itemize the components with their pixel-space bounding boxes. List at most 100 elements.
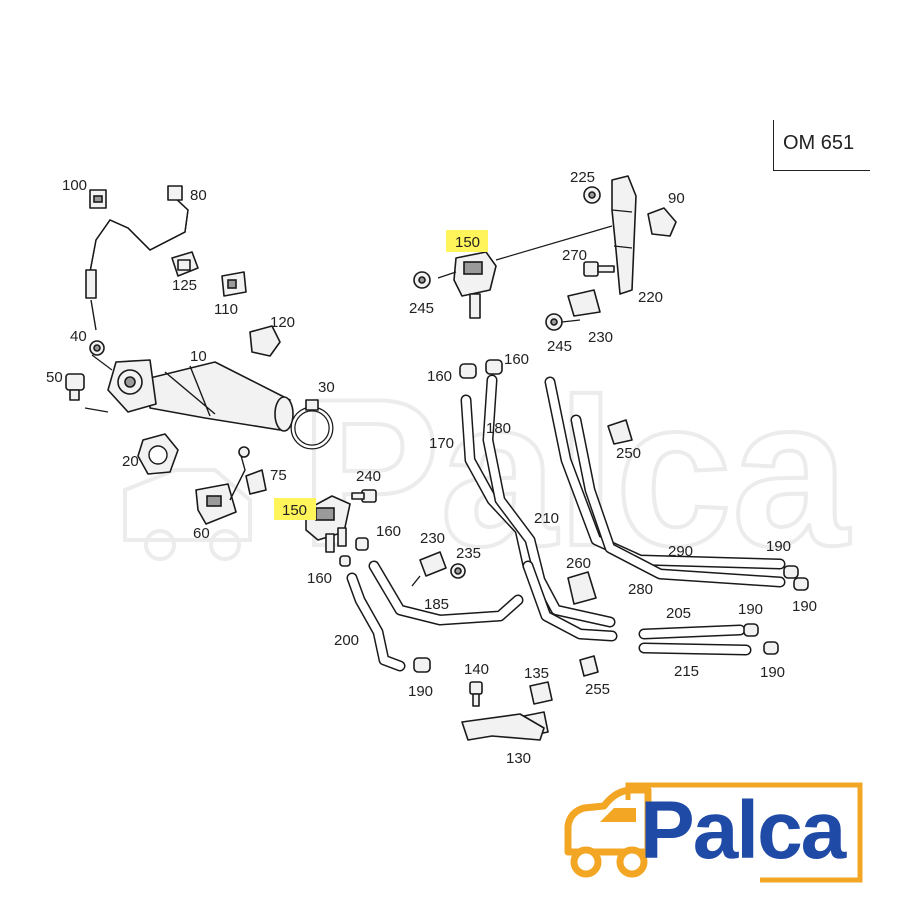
nut-245-right[interactable] [545,313,563,331]
bolt-270[interactable] [583,261,615,277]
pressure-sensor-150-lower[interactable] [305,495,351,553]
label-225[interactable]: 225 [570,169,595,186]
label-220[interactable]: 220 [638,289,663,306]
label-210[interactable]: 210 [534,510,559,527]
hose-clip-230-lower[interactable] [411,551,447,587]
label-110[interactable]: 110 [214,301,238,318]
label-255[interactable]: 255 [585,681,610,698]
label-170[interactable]: 170 [429,435,454,452]
bolt-50[interactable] [65,373,85,401]
clamp-160-upper-b[interactable] [485,359,503,375]
label-120[interactable]: 120 [270,314,295,331]
nut-40[interactable] [89,340,105,356]
bracket-220[interactable] [611,175,637,295]
clamp-190-c[interactable] [743,623,759,637]
bracket-120[interactable] [249,325,281,357]
label-90[interactable]: 90 [668,190,685,207]
pressure-sensor-60[interactable] [195,446,250,525]
label-10[interactable]: 10 [190,348,207,365]
label-245-right[interactable]: 245 [547,338,572,355]
hose-185[interactable] [368,560,524,626]
label-270[interactable]: 270 [562,247,587,264]
label-180[interactable]: 180 [486,420,511,437]
label-140[interactable]: 140 [464,661,489,678]
clamp-160-mid[interactable] [355,537,369,551]
clamp-160-upper-a[interactable] [459,363,477,379]
callout-labels: 10 20 30 40 50 60 75 80 90 100 110 120 1… [46,169,817,767]
label-60[interactable]: 60 [193,525,210,542]
label-150-upper[interactable]: 150 [455,234,480,251]
label-160-mid[interactable]: 160 [376,523,401,540]
palca-logo-text[interactable]: Palca [640,785,846,876]
label-260[interactable]: 260 [566,555,591,572]
label-235[interactable]: 235 [456,545,481,562]
label-30[interactable]: 30 [318,379,335,396]
label-190-c[interactable]: 190 [738,601,763,618]
bolt-140[interactable] [469,681,483,707]
hose-210[interactable] [522,560,618,642]
clamp-190-bottom[interactable] [413,657,431,673]
connector-100[interactable] [89,189,107,209]
label-100[interactable]: 100 [62,177,87,194]
clip-110[interactable] [221,271,247,297]
label-190-b[interactable]: 190 [792,598,817,615]
sensor-harness-80[interactable] [85,185,189,331]
label-190-e[interactable]: 190 [408,683,433,700]
nut-235[interactable] [450,563,466,579]
clamp-30[interactable] [290,399,334,450]
bolt-240[interactable] [351,489,377,503]
label-190-d[interactable]: 190 [760,664,785,681]
label-205[interactable]: 205 [666,605,691,622]
clamp-190-b[interactable] [793,577,809,591]
hose-200[interactable] [346,572,406,672]
hose-290[interactable] [544,376,786,570]
clip-90[interactable] [647,207,677,237]
label-290[interactable]: 290 [668,543,693,560]
label-190-a[interactable]: 190 [766,538,791,555]
label-150-lower[interactable]: 150 [282,502,307,519]
catalytic-converter[interactable] [107,359,294,432]
engine-code-label: OM 651 [783,132,855,154]
pressure-sensor-150-upper[interactable] [453,251,497,319]
leader-40-50 [84,354,113,413]
clip-75[interactable] [245,469,267,495]
clip-250[interactable] [607,419,633,445]
hose-280[interactable] [570,414,786,588]
label-245-left[interactable]: 245 [409,300,434,317]
hose-205[interactable] [638,624,746,640]
label-215[interactable]: 215 [674,663,699,680]
highlight-150-lower [274,498,316,520]
label-185[interactable]: 185 [424,596,449,613]
bracket-125[interactable] [171,251,199,277]
hose-170-180[interactable] [460,374,616,628]
label-240[interactable]: 240 [356,468,381,485]
label-230-upper[interactable]: 230 [588,329,613,346]
label-20[interactable]: 20 [122,453,139,470]
nut-245-left[interactable] [413,271,431,289]
label-130[interactable]: 130 [506,750,531,767]
label-125[interactable]: 125 [172,277,197,294]
clip-230-upper[interactable] [567,289,601,317]
label-280[interactable]: 280 [628,581,653,598]
label-135[interactable]: 135 [524,665,549,682]
hose-215[interactable] [638,642,752,656]
clamp-160-left[interactable] [339,555,351,567]
label-75[interactable]: 75 [270,467,287,484]
label-50[interactable]: 50 [46,369,63,386]
clip-255[interactable] [579,655,599,677]
nut-225[interactable] [583,186,601,204]
bracket-260[interactable] [567,571,597,605]
label-250[interactable]: 250 [616,445,641,462]
bracket-130[interactable] [461,713,545,741]
gasket-20[interactable] [137,433,179,475]
label-160-upper-right[interactable]: 160 [504,351,529,368]
label-200[interactable]: 200 [334,632,359,649]
clamp-190-d[interactable] [763,641,779,655]
label-230-lower[interactable]: 230 [420,530,445,547]
label-160-left[interactable]: 160 [307,570,332,587]
label-160-upper-left[interactable]: 160 [427,368,452,385]
label-40[interactable]: 40 [70,328,87,345]
label-80[interactable]: 80 [190,187,207,204]
clamp-190-a[interactable] [783,565,799,579]
